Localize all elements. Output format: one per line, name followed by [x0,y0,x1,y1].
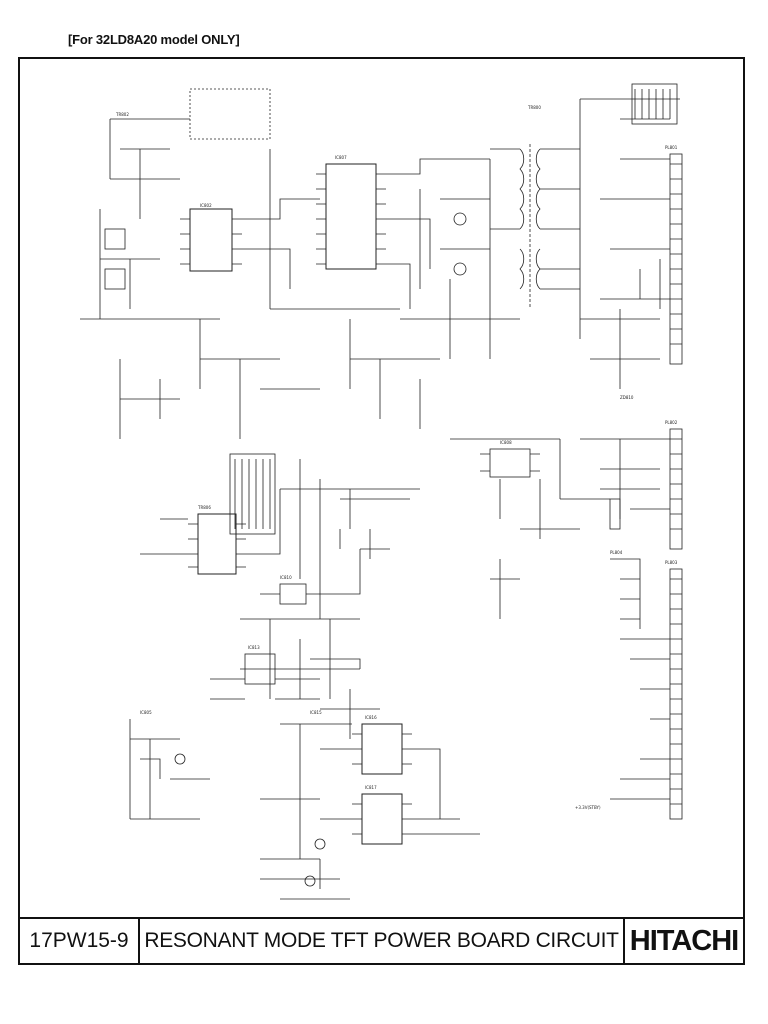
left-aux-block [129,719,210,820]
svg-text:IC808: IC808 [500,440,512,445]
lower-driver-circuits [260,723,480,900]
svg-text:IC810: IC810 [280,575,292,580]
power-stage-mosfets [199,159,520,439]
brand-wordmark: HITACHI [629,924,739,957]
model-number: 17PW15-9 [20,919,140,963]
output-connector-middle [580,428,683,550]
svg-text:TR800: TR800 [527,105,541,110]
standby-transformer-block [140,453,420,579]
svg-text:IC813: IC813 [248,645,260,650]
svg-text:PL802: PL802 [665,420,678,425]
ic-lower-upper [352,723,412,775]
output-connector-lower [610,558,683,820]
drawing-title: RESONANT MODE TFT POWER BOARD CIRCUIT [144,929,619,952]
title-block: 17PW15-9 RESONANT MODE TFT POWER BOARD C… [20,917,743,963]
svg-text:IC815: IC815 [310,710,322,715]
svg-text:IC807: IC807 [335,155,347,160]
mains-input-block [80,88,271,439]
svg-text:TR806: TR806 [197,505,211,510]
schematic-sheet: IC802 IC807 TR806 IC808 TR800 PL801 PL80… [18,57,745,965]
ic-resonant-controller [269,149,490,310]
svg-text:TR802: TR802 [115,112,129,117]
output-connector-upper [669,153,683,365]
svg-text:IC817: IC817 [365,785,377,790]
model-note: [For 32LD8A20 model ONLY] [68,32,240,47]
schematic-drawing: IC802 IC807 TR806 IC808 TR800 PL801 PL80… [80,83,683,900]
svg-text:PL804: PL804 [610,550,623,555]
svg-text:PL803: PL803 [665,560,678,565]
standby-regulators [210,529,390,739]
ic-lower-bottom [352,793,412,845]
feedback-optocoupler [450,438,621,619]
main-transformer [490,144,580,309]
svg-text:IC805: IC805 [140,710,152,715]
svg-text:ZD810: ZD810 [620,395,634,400]
reference-labels: IC802 IC807 TR806 IC808 TR800 PL801 PL80… [115,105,678,810]
ic-pfc-controller [180,198,320,289]
svg-text:IC802: IC802 [200,203,212,208]
svg-text:+3.3V(STBY): +3.3V(STBY) [575,805,601,810]
brand-logo: HITACHI [623,919,743,963]
svg-text:IC816: IC816 [365,715,377,720]
secondary-rectifiers [579,83,680,389]
svg-text:PL801: PL801 [665,145,678,150]
